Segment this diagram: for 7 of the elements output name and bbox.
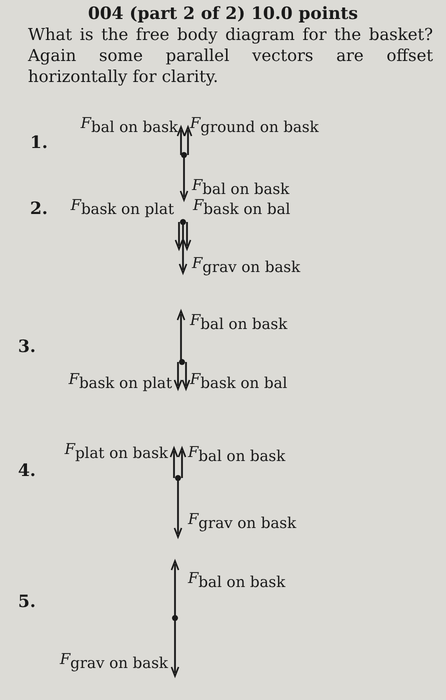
option-number: 4.: [18, 462, 36, 480]
question-text: What is the free body diagram for the basket? Again some parallel vectors are offset horizontally for clarity.: [28, 24, 433, 87]
option-number: 3.: [18, 338, 36, 356]
option-number: 5.: [18, 593, 36, 611]
option-number: 2.: [30, 200, 48, 218]
option-number: 1.: [30, 134, 48, 152]
question-title: 004 (part 2 of 2) 10.0 points: [87, 4, 359, 24]
